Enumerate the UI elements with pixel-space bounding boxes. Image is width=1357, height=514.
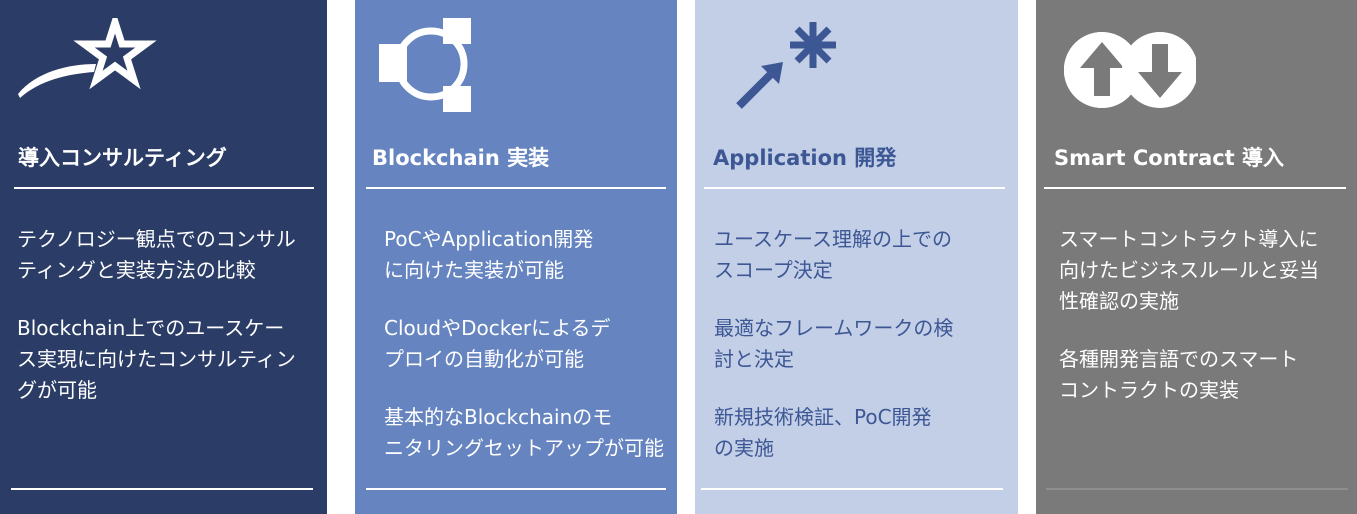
card-item: 新規技術検証、PoC開発 の実施 [714, 405, 932, 460]
card-consulting: 導入コンサルティング テクノロジー観点でのコンサル ティングと実装方法の比較 B… [0, 0, 327, 514]
arrow-spark-icon [735, 20, 845, 119]
card-application: Application 開発 ユースケース理解の上での スコープ決定 最適なフレ… [695, 0, 1018, 514]
divider [14, 187, 314, 189]
card-title: Smart Contract 導入 [1054, 146, 1285, 170]
card-item: テクノロジー観点でのコンサル ティングと実装方法の比較 [17, 227, 296, 282]
card-item: CloudやDockerによるデ プロイの自動化が可能 [384, 316, 611, 371]
card-item: Blockchain上でのユースケー ス実現に向けたコンサルティン グが可能 [17, 316, 296, 402]
card-item: PoCやApplication開発 に向けた実装が可能 [384, 227, 594, 282]
divider [704, 187, 1005, 189]
divider [1044, 187, 1346, 189]
exchange-arrows-icon [1063, 30, 1198, 114]
divider [11, 488, 313, 490]
divider [701, 488, 1003, 490]
card-blockchain: Blockchain 実装 PoCやApplication開発 に向けた実装が可… [355, 0, 677, 514]
card-body: ユースケース理解の上での スコープ決定 最適なフレームワークの検 討と決定 新規… [714, 224, 953, 491]
card-title: Blockchain 実装 [372, 146, 550, 170]
card-body: スマートコントラクト導入に 向けたビジネスルールと妥当 性確認の実施 各種開発言… [1059, 224, 1319, 433]
card-item: スマートコントラクト導入に 向けたビジネスルールと妥当 性確認の実施 [1059, 227, 1319, 313]
card-item: 基本的なBlockchainのモ ニタリングセットアップが可能 [384, 405, 664, 460]
divider [366, 187, 666, 189]
divider [366, 488, 666, 490]
card-body: テクノロジー観点でのコンサル ティングと実装方法の比較 Blockchain上で… [17, 224, 296, 433]
card-title: 導入コンサルティング [18, 146, 227, 170]
card-body: PoCやApplication開発 に向けた実装が可能 CloudやDocker… [384, 224, 664, 491]
card-item: 最適なフレームワークの検 討と決定 [714, 316, 954, 371]
card-item: ユースケース理解の上での スコープ決定 [714, 227, 952, 282]
card-item: 各種開発言語でのスマート コントラクトの実装 [1059, 347, 1299, 402]
shooting-star-icon [16, 10, 158, 112]
card-smart-contract: Smart Contract 導入 スマートコントラクト導入に 向けたビジネスル… [1036, 0, 1357, 514]
divider [1046, 488, 1348, 490]
card-title: Application 開発 [713, 146, 897, 170]
network-nodes-icon [379, 18, 479, 117]
